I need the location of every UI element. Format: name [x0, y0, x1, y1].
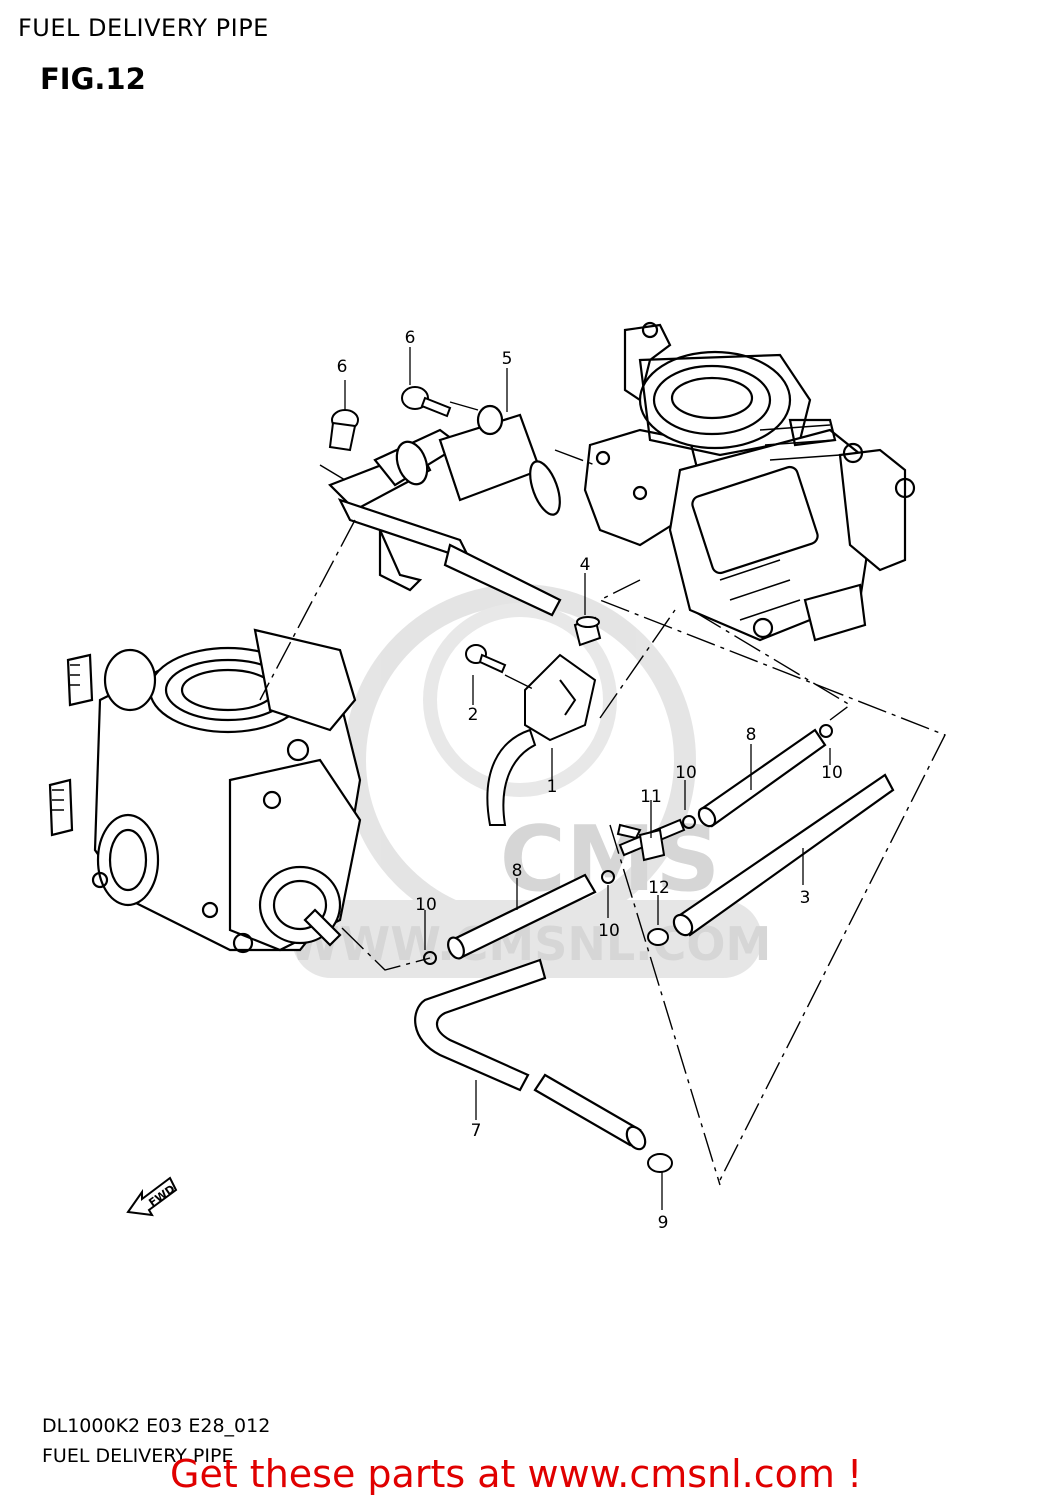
callout-8-a: 8: [746, 725, 757, 745]
callout-leader-lines: [344, 347, 831, 1210]
bracket-part-1: [486, 653, 597, 826]
callout-10-b: 10: [821, 763, 843, 783]
callout-10-a: 10: [675, 763, 697, 783]
callout-11: 11: [640, 787, 662, 807]
watermark-logo-text: CMS: [500, 807, 720, 912]
callout-4: 4: [580, 555, 591, 575]
callout-10-d: 10: [415, 895, 437, 915]
bolt-part-6-b: [328, 409, 359, 452]
throttle-body-lower: [48, 628, 362, 954]
page-header-title: FUEL DELIVERY PIPE: [18, 14, 269, 42]
clamp-part-10: [423, 724, 833, 965]
fuel-delivery-pipe-part-5: [328, 404, 562, 617]
forward-direction-arrow: FWD: [126, 1176, 177, 1217]
hose-part-3: [672, 773, 895, 937]
callout-12: 12: [648, 878, 670, 898]
callout-8-b: 8: [512, 861, 523, 881]
callout-10-c: 10: [598, 921, 620, 941]
cap-part-4: [573, 616, 602, 647]
callout-9: 9: [658, 1213, 669, 1233]
throttle-body-upper: [583, 321, 916, 642]
diagram-code: DL1000K2 E03 E28_012: [42, 1415, 271, 1437]
callout-6-b: 6: [337, 357, 348, 377]
bolt-part-6-a: [401, 386, 452, 418]
callout-2: 2: [468, 705, 479, 725]
cta-link[interactable]: Get these parts at www.cmsnl.com !: [170, 1452, 863, 1496]
footer-title: FUEL DELIVERY PIPE: [42, 1445, 234, 1467]
callout-1: 1: [547, 777, 558, 797]
hose-part-8-left: [447, 873, 597, 960]
joint-part-11: [616, 818, 686, 862]
callout-6-a: 6: [405, 328, 416, 348]
bolt-part-2: [465, 644, 507, 674]
callout-5: 5: [502, 349, 513, 369]
callout-3: 3: [800, 888, 811, 908]
figure-number: FIG.12: [40, 62, 146, 96]
hose-part-7: [414, 958, 647, 1151]
assembly-guide-lines: [259, 401, 946, 1186]
hose-part-8-right: [697, 728, 827, 828]
clamp-part-9: [647, 1153, 673, 1173]
callout-7: 7: [471, 1121, 482, 1141]
callout-numbers: 1 2 3 4 5 6 6 7 8 8 9 10 10 10 10 11 12: [337, 328, 843, 1233]
clamp-part-12: [647, 928, 669, 946]
